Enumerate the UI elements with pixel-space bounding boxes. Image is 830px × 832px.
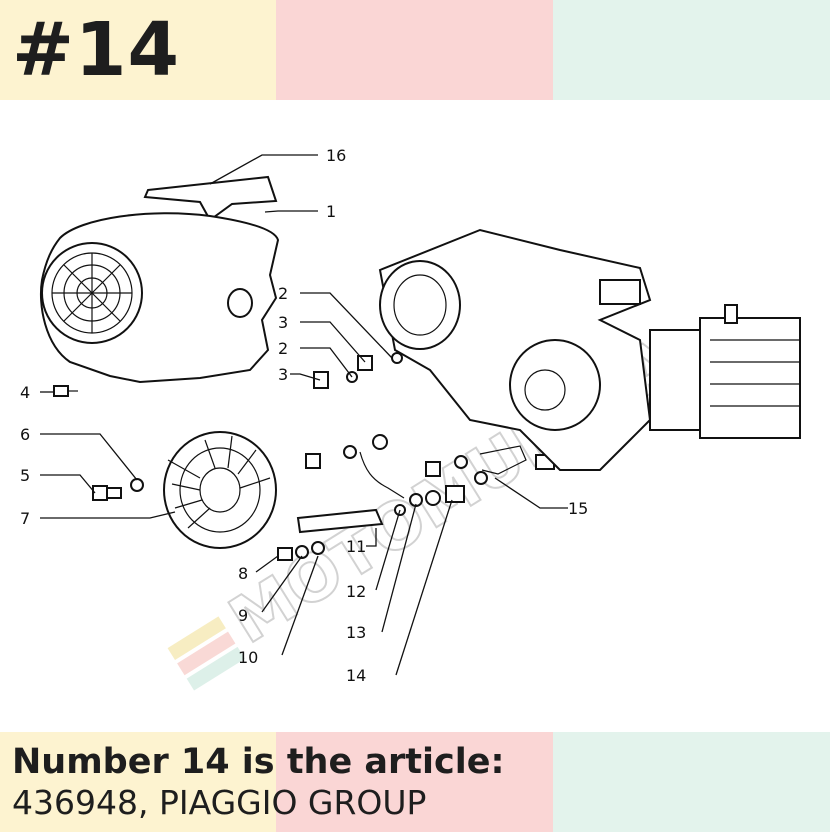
callout-3b: 3 [278, 365, 288, 384]
callout-13: 13 [346, 623, 366, 642]
callout-7: 7 [20, 509, 30, 528]
callout-11: 11 [346, 537, 366, 556]
callout-8: 8 [238, 564, 248, 583]
header-band [0, 0, 830, 100]
leader-lines [40, 154, 568, 676]
header-band-mint [553, 0, 830, 100]
callout-labels: 16 1 2 3 2 3 4 6 5 7 8 9 10 11 12 13 14 … [20, 146, 588, 685]
callout-14: 14 [346, 666, 366, 685]
callout-6: 6 [20, 425, 30, 444]
gasket-part [143, 175, 278, 222]
footer-band-pink [276, 732, 553, 832]
callout-3: 3 [278, 313, 288, 332]
header-band-cream [0, 0, 276, 100]
cooling-fan-part [163, 431, 277, 549]
part-number-heading: #14 [12, 7, 180, 93]
callout-2b: 2 [278, 339, 288, 358]
callout-5: 5 [20, 466, 30, 485]
header-band-pink [276, 0, 553, 100]
callout-12: 12 [346, 582, 366, 601]
callout-2: 2 [278, 284, 288, 303]
callout-15: 15 [568, 499, 588, 518]
callout-9: 9 [238, 606, 248, 625]
callout-1: 1 [326, 202, 336, 221]
exploded-parts-diagram: MOTOMUNDIA [20, 146, 801, 691]
engine-block-part [378, 228, 801, 471]
footer-band [0, 732, 830, 832]
fan-cover-part [39, 212, 280, 384]
footer-band-cream [0, 732, 276, 832]
article-number: 436948, PIAGGIO GROUP [12, 783, 427, 822]
pipe-parts [296, 445, 527, 534]
callout-16: 16 [326, 146, 346, 165]
article-caption: Number 14 is the article: [12, 742, 505, 782]
fasteners [53, 352, 555, 561]
footer-band-mint [553, 732, 830, 832]
callout-4: 4 [20, 383, 30, 402]
callout-10: 10 [238, 648, 258, 667]
